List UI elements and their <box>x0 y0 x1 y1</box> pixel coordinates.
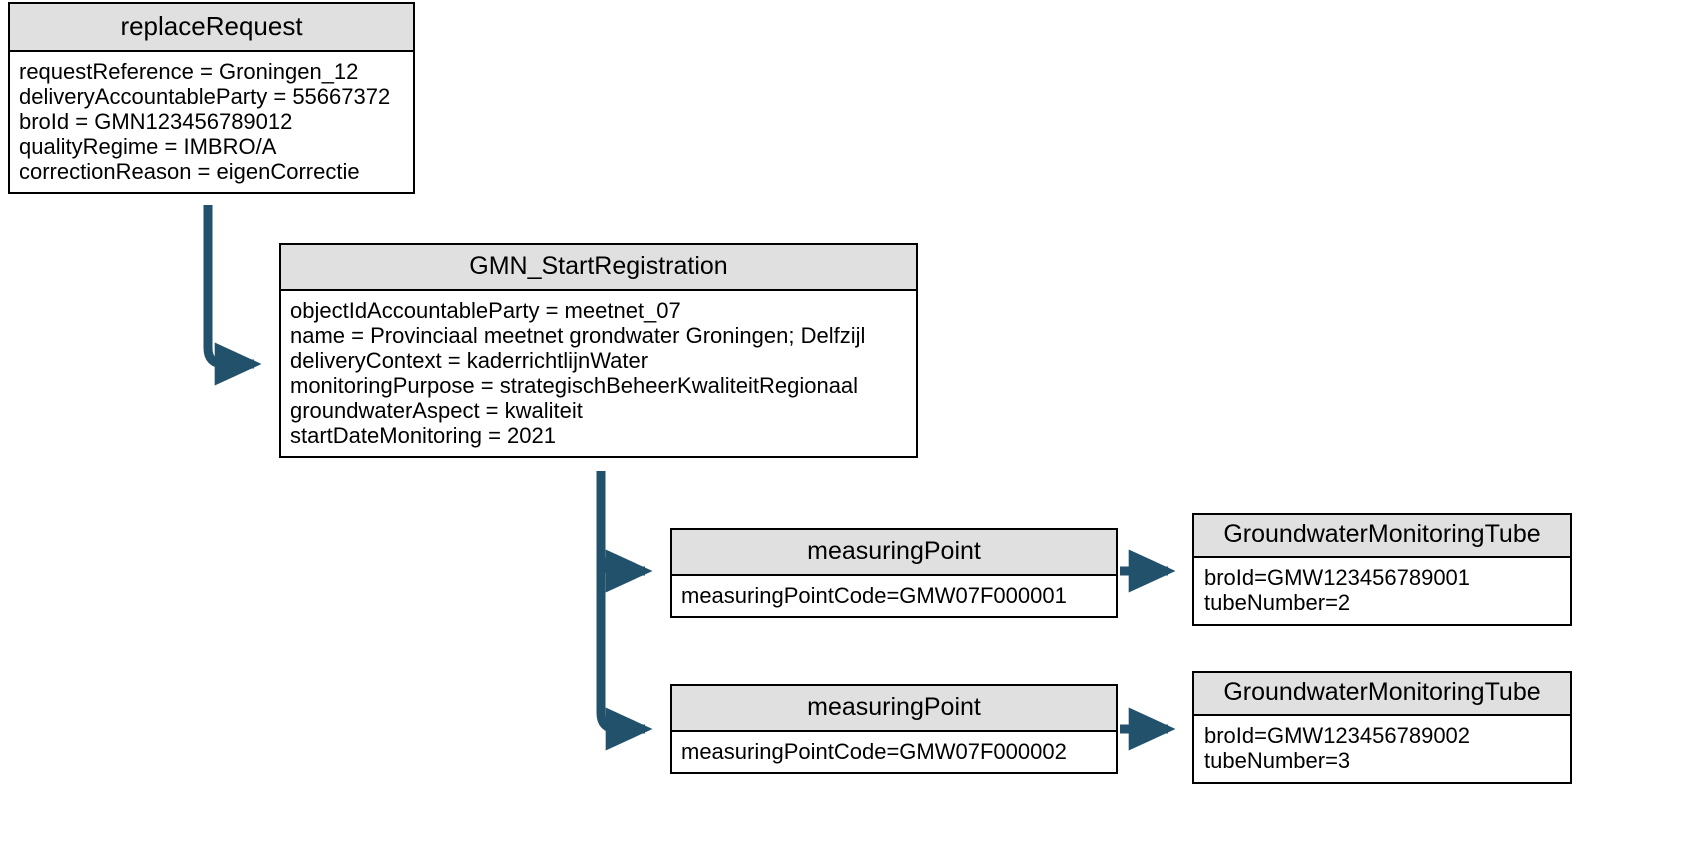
attribute-row: groundwaterAspect = kwaliteit <box>290 398 583 423</box>
attribute-row: startDateMonitoring = 2021 <box>290 423 556 448</box>
attribute-row: name = Provinciaal meetnet grondwater Gr… <box>290 323 866 348</box>
node-gmn-start-registration[interactable]: GMN_StartRegistration objectIdAccountabl… <box>279 243 918 458</box>
attribute-row: deliveryContext = kaderrichtlijnWater <box>290 348 649 373</box>
node-measuring-point-1-body: measuringPointCode=GMW07F000001 <box>672 576 1116 616</box>
node-replace-request-title: replaceRequest <box>10 4 413 52</box>
node-replace-request-body: requestReference = Groningen_12 delivery… <box>10 52 413 192</box>
attribute-row: tubeNumber=2 <box>1204 590 1351 615</box>
node-groundwater-monitoring-tube-1[interactable]: GroundwaterMonitoringTube broId=GMW12345… <box>1192 513 1572 626</box>
node-groundwater-monitoring-tube-1-body: broId=GMW123456789001 tubeNumber=2 <box>1194 558 1570 624</box>
attribute-row: broId=GMW123456789002 <box>1204 723 1471 748</box>
node-groundwater-monitoring-tube-2-body: broId=GMW123456789002 tubeNumber=3 <box>1194 716 1570 782</box>
node-replace-request[interactable]: replaceRequest requestReference = Gronin… <box>8 2 415 194</box>
node-groundwater-monitoring-tube-2[interactable]: GroundwaterMonitoringTube broId=GMW12345… <box>1192 671 1572 784</box>
attribute-row: qualityRegime = IMBRO/A <box>19 134 277 159</box>
node-measuring-point-1-title: measuringPoint <box>672 530 1116 576</box>
attribute-row: tubeNumber=3 <box>1204 748 1351 773</box>
attribute-row: objectIdAccountableParty = meetnet_07 <box>290 298 681 323</box>
node-groundwater-monitoring-tube-1-title: GroundwaterMonitoringTube <box>1194 515 1570 558</box>
attribute-row: deliveryAccountableParty = 55667372 <box>19 84 391 109</box>
node-measuring-point-1[interactable]: measuringPoint measuringPointCode=GMW07F… <box>670 528 1118 618</box>
node-measuring-point-2-title: measuringPoint <box>672 686 1116 732</box>
attribute-row: monitoringPurpose = strategischBeheerKwa… <box>290 373 859 398</box>
edge-replace-request-to-gmn-start <box>203 205 262 386</box>
edge-gmn-start-to-measuring-point-2 <box>596 555 653 751</box>
attribute-row: measuringPointCode=GMW07F000001 <box>681 583 1067 608</box>
attribute-row: broId=GMW123456789001 <box>1204 565 1471 590</box>
node-groundwater-monitoring-tube-2-title: GroundwaterMonitoringTube <box>1194 673 1570 716</box>
node-measuring-point-2[interactable]: measuringPoint measuringPointCode=GMW07F… <box>670 684 1118 774</box>
node-gmn-start-registration-title: GMN_StartRegistration <box>281 245 916 291</box>
attribute-row: broId = GMN123456789012 <box>19 109 293 134</box>
edge-gmn-start-to-measuring-point-1 <box>596 471 653 593</box>
attribute-row: correctionReason = eigenCorrectie <box>19 159 360 184</box>
node-measuring-point-2-body: measuringPointCode=GMW07F000002 <box>672 732 1116 772</box>
node-gmn-start-registration-body: objectIdAccountableParty = meetnet_07 na… <box>281 291 916 456</box>
attribute-row: measuringPointCode=GMW07F000002 <box>681 739 1067 764</box>
attribute-row: requestReference = Groningen_12 <box>19 59 359 84</box>
